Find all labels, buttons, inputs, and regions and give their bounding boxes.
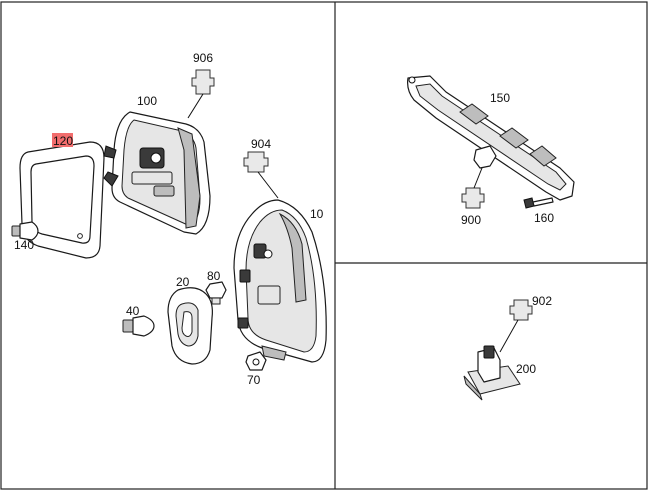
callout-120[interactable]: 120 [53,134,73,148]
part-906-clip[interactable] [191,69,215,95]
part-100-inner-lamp[interactable] [103,111,211,235]
part-20-seal[interactable] [167,287,213,365]
top-right-panel: 150 900 160 [407,75,575,227]
callout-160: 160 [534,211,554,225]
part-10-outer-lamp[interactable] [233,199,327,363]
part-120-gasket[interactable] [19,141,105,259]
callout-906: 906 [193,51,213,65]
part-80-nut[interactable] [205,281,227,305]
part-150-bracket[interactable] [407,75,575,201]
leader-906 [187,93,204,119]
part-200-socket[interactable] [463,345,521,401]
leader-904 [257,171,279,199]
callout-200: 200 [516,362,536,376]
callout-150: 150 [490,91,510,105]
callout-20: 20 [176,275,190,289]
left-panel: 906 100 120 904 10 140 20 80 40 70 [11,51,327,387]
callout-904: 904 [251,137,271,151]
callout-70: 70 [247,373,261,387]
part-70-nut[interactable] [245,351,267,371]
part-904-clip[interactable] [243,151,269,173]
part-40-bulb[interactable] [122,315,155,337]
callout-80: 80 [207,269,221,283]
callout-40: 40 [126,304,140,318]
callout-140: 140 [14,238,34,252]
part-160-screw[interactable] [523,197,554,209]
callout-902: 902 [532,294,552,308]
leader-902 [499,319,519,353]
callout-10: 10 [310,207,324,221]
callout-900: 900 [461,213,481,227]
part-140-bulb[interactable] [11,221,39,241]
part-902-clip[interactable] [509,299,533,321]
part-900-clip[interactable] [461,145,497,209]
callout-120-highlight [52,133,73,147]
leader-900 [473,167,483,189]
callout-100: 100 [137,94,157,108]
bottom-right-panel: 902 200 [463,294,552,401]
